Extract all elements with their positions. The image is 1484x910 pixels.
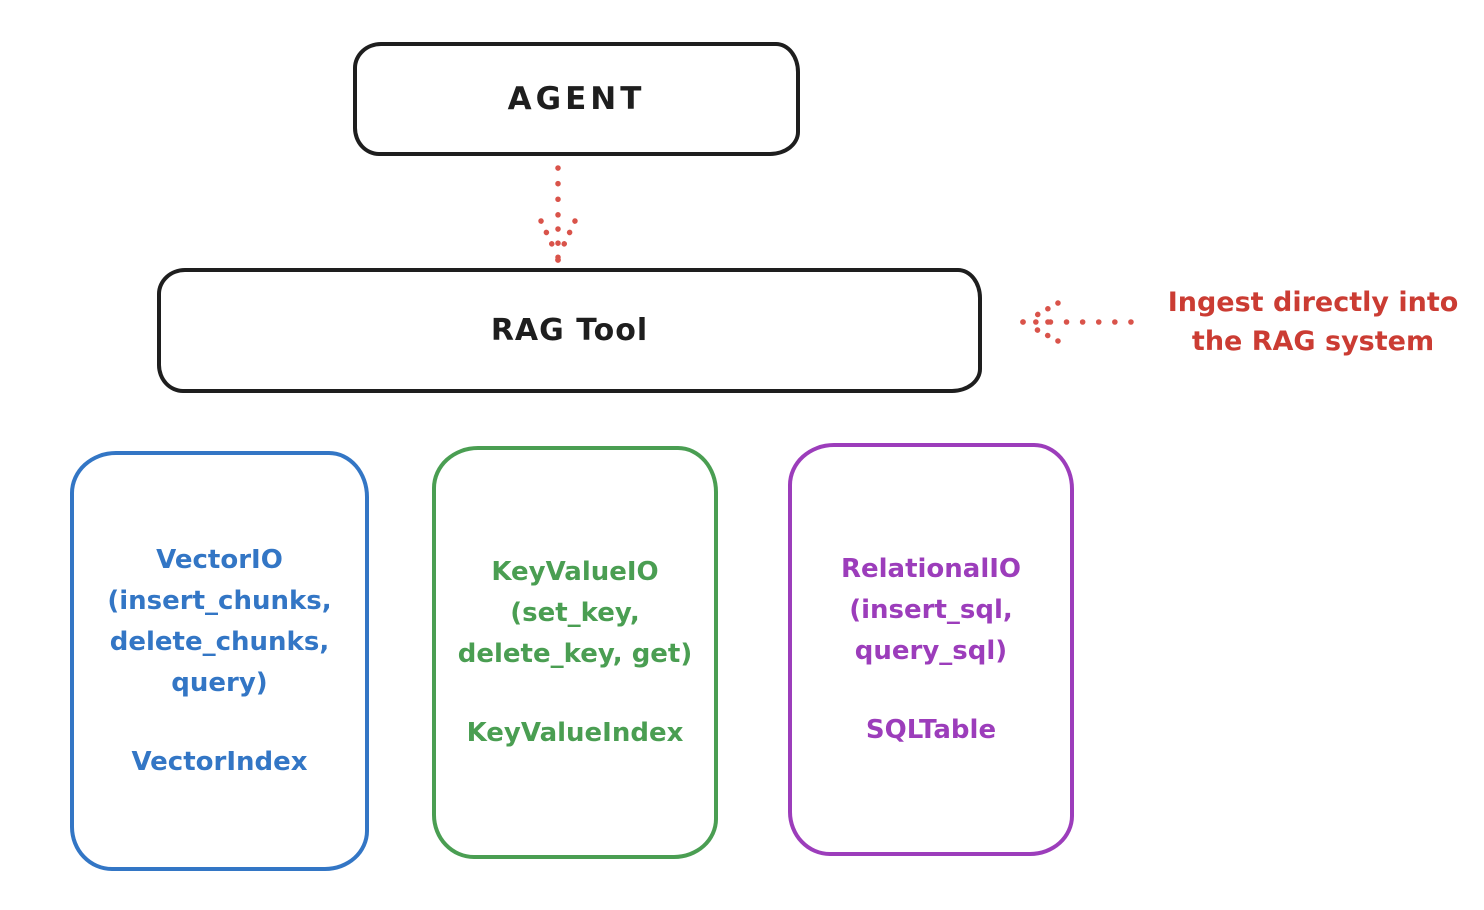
vector-io-line-2: (insert_chunks,	[107, 585, 332, 616]
vector-io-line-3: delete_chunks,	[109, 626, 330, 657]
left-arrow-head-top	[1025, 300, 1061, 323]
keyvalue-io-line-1: KeyValueIO	[491, 556, 659, 587]
vector-index-label: VectorIndex	[131, 746, 308, 777]
agent-node: AGENT	[353, 42, 800, 156]
rag-tool-node: RAG Tool	[157, 268, 982, 393]
down-arrow-tip-dot	[555, 257, 561, 263]
vector-io-line-1: VectorIO	[156, 544, 283, 575]
keyvalue-io-node: KeyValueIO (set_key, delete_key, get) Ke…	[432, 446, 718, 859]
keyvalue-io-line-2: (set_key,	[510, 597, 640, 628]
left-arrow-tip-dot	[1020, 319, 1026, 325]
down-arrow-head-right	[556, 218, 578, 258]
keyvalue-io-title: KeyValueIO (set_key, delete_key, get)	[458, 552, 693, 675]
vector-io-line-4: query)	[171, 667, 268, 698]
vector-io-node: VectorIO (insert_chunks, delete_chunks, …	[70, 451, 369, 871]
left-arrow-head-bottom	[1025, 322, 1061, 344]
keyvalue-index-label: KeyValueIndex	[466, 717, 684, 748]
dotted-down-arrow	[538, 165, 578, 263]
rag-tool-label: RAG Tool	[490, 313, 649, 348]
agent-label: AGENT	[507, 81, 646, 117]
ingest-annotation-line-2: the RAG system	[1191, 326, 1435, 357]
ingest-annotation: Ingest directly into the RAG system	[1140, 283, 1484, 361]
relational-io-title: RelationalIO (insert_sql, query_sql)	[841, 549, 1021, 672]
sql-table-label: SQLTable	[865, 714, 997, 745]
keyvalue-io-line-3: delete_key, get)	[457, 638, 693, 669]
vector-io-title: VectorIO (insert_chunks, delete_chunks, …	[107, 540, 331, 704]
relational-io-line-2: (insert_sql,	[849, 594, 1013, 625]
relational-io-line-3: query_sql)	[854, 635, 1008, 666]
relational-io-line-1: RelationalIO	[840, 553, 1022, 584]
dotted-left-arrow	[1020, 300, 1134, 344]
ingest-annotation-line-1: Ingest directly into	[1167, 287, 1459, 318]
down-arrow-head-left	[538, 218, 560, 258]
relational-io-node: RelationalIO (insert_sql, query_sql) SQL…	[788, 443, 1074, 856]
